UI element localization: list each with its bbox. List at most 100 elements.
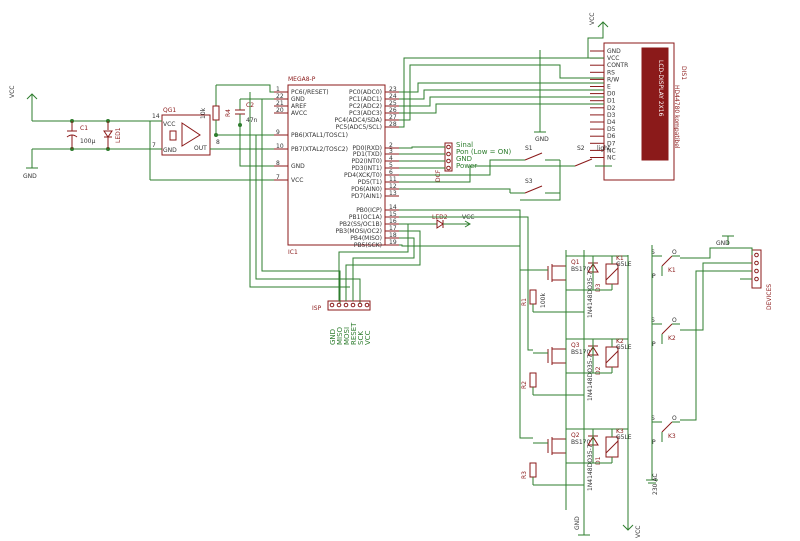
- contact-o: O: [672, 415, 677, 422]
- ic1-pin-right: 6 PD4(XCK/T0): [344, 169, 399, 179]
- lcd-pin: R/W: [590, 76, 619, 83]
- ic1-pin-name: PD0(RXD): [352, 145, 382, 152]
- lcd-pin: GND: [590, 48, 621, 55]
- relay-type: G5LE: [616, 261, 632, 268]
- ic1-pin-number: 9: [276, 129, 280, 136]
- lcd-pin: D6: [590, 133, 616, 140]
- ic1-pin-number: 3: [389, 148, 393, 155]
- ic1-pin-number: 22: [276, 93, 284, 100]
- ic1-pin-number: 15: [389, 211, 397, 218]
- stage-rails: VCC GND: [565, 250, 642, 538]
- lcd-pin: D1: [590, 98, 616, 105]
- display-controller: HD44780 kompatibel: [673, 85, 680, 149]
- ic1-pin-name: PB7(XTAL2/TOSC2): [291, 146, 348, 153]
- mosfet-ref: Q3: [571, 342, 580, 349]
- ic1-pin-name: PD5(T1): [358, 179, 382, 186]
- lcd-gnd-wiring: GND: [534, 50, 549, 143]
- ic1-pin-left: 9 PB6(XTAL1/TOSC1): [274, 129, 348, 139]
- contact-o: O: [672, 317, 677, 324]
- ic1-pin-number: 11: [389, 176, 397, 183]
- ic1-pin-number: 25: [389, 100, 397, 107]
- contact-s: S: [651, 249, 655, 256]
- ic1-pin-name: PD1(TXD): [353, 151, 382, 158]
- ic1-pin-name: PB5(SCK): [354, 242, 382, 249]
- ic1-pin-name: GND: [291, 163, 305, 170]
- svg-text:14: 14: [152, 113, 160, 120]
- svg-text:GND: GND: [716, 240, 730, 247]
- resistor-r4: 10k R4: [200, 85, 232, 135]
- ic1-pin-number: 16: [389, 218, 397, 225]
- contact-ref: K1: [668, 267, 676, 274]
- ic1-pin-number: 8: [276, 160, 280, 167]
- svg-text:ISP: ISP: [312, 305, 322, 312]
- capacitor-c1: C1 100µ: [66, 121, 95, 149]
- relay-ref: K3: [616, 428, 624, 435]
- svg-text:8: 8: [216, 139, 220, 146]
- svg-text:QG1: QG1: [163, 107, 176, 114]
- ic1-left-wiring: [149, 84, 361, 303]
- ic1-pin-number: 4: [389, 155, 393, 162]
- ic1-pin-number: 21: [276, 100, 284, 107]
- svg-text:10k: 10k: [200, 107, 207, 119]
- ic1-pin-number: 23: [389, 86, 397, 93]
- svg-text:47n: 47n: [246, 117, 258, 124]
- resistor-ref: R1: [521, 298, 528, 306]
- svg-text:Sinal: Sinal: [456, 141, 473, 149]
- lcd-pin-name: D6: [607, 133, 616, 140]
- svg-text:DEVICES: DEVICES: [766, 284, 773, 310]
- svg-text:S2: S2: [577, 145, 585, 152]
- lcd-vcc-symbol: VCC: [587, 13, 609, 58]
- lcd-display-dis1: DIS1 LCD-DISPLAY 2X16 HD44780 kompatibel…: [590, 42, 687, 181]
- lcd-pin-name: CONTR: [607, 62, 628, 69]
- svg-text:RESET: RESET: [350, 322, 358, 345]
- resistor-ref: R2: [521, 381, 528, 389]
- ic1-pin-number: 6: [389, 169, 393, 176]
- relay-ref: K1: [616, 255, 624, 262]
- ic1-pin-name: PB2(SS/OC1B): [339, 221, 382, 228]
- lcd-pin-name: D3: [607, 112, 616, 119]
- diode-type: 1N4148DO35-7: [587, 444, 594, 491]
- ic1-pin-number: 19: [389, 239, 397, 246]
- svg-text:GND: GND: [535, 136, 549, 143]
- ic1-pin-number: 17: [389, 225, 397, 232]
- svg-text:7: 7: [152, 142, 156, 149]
- ic1-pin-name: PB6(XTAL1/TOSC1): [291, 132, 348, 139]
- ic1-pin-name: PD4(XCK/T0): [344, 172, 382, 179]
- isp-connector: ISP GND MISO MOSI RESET SCK VCC: [312, 209, 533, 439]
- lcd-pin-name: GND: [607, 48, 621, 55]
- ic1-pin-number: 10: [276, 143, 284, 150]
- svg-text:VCC: VCC: [364, 330, 372, 345]
- svg-text:DCF: DCF: [435, 169, 442, 182]
- svg-text:VCC: VCC: [163, 121, 175, 128]
- capacitor-c2: C2 47n: [235, 99, 258, 125]
- mosfet-type: BS170: [571, 349, 590, 356]
- ic1-pin-number: 20: [276, 107, 284, 114]
- contact-p: P: [652, 439, 656, 446]
- led1: LED1: [103, 121, 122, 149]
- dcf-connector: DCF Sinal Pon (Low = ON) GND Power: [399, 141, 511, 182]
- ic1-pin-number: 26: [389, 107, 397, 114]
- c1-ref: C1: [80, 125, 88, 132]
- lcd-pin-name: R/W: [607, 76, 619, 83]
- svg-text:GND: GND: [23, 173, 37, 180]
- diode-type: 1N4148DO35-7: [587, 354, 594, 401]
- resistor-ref: R3: [521, 471, 528, 479]
- resistor-value: 100k: [540, 293, 547, 308]
